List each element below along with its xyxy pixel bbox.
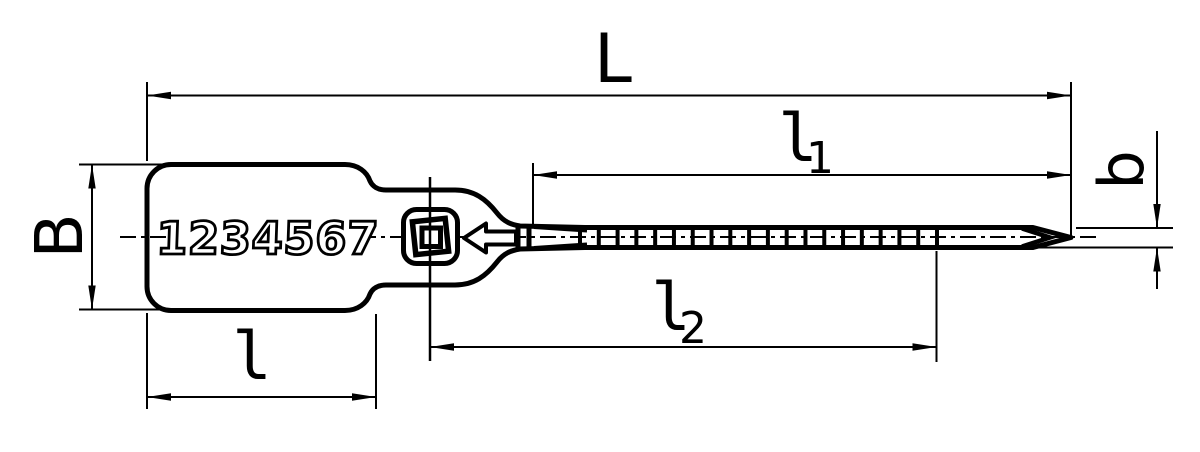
label-overall-length: L: [594, 20, 632, 99]
dimension-serrated-length: [430, 251, 938, 362]
dimension-overall-length: [146, 82, 1072, 236]
label-tail-length: l: [778, 100, 818, 177]
label-serrated-length-sub: 2: [679, 303, 707, 354]
label-serrated-length: l: [651, 269, 691, 346]
serial-mask: [170, 217, 362, 257]
dimensions: [79, 82, 1173, 409]
dimension-strap-width: [1038, 131, 1173, 289]
strap-teeth: [578, 227, 939, 248]
serial-number: 1234567: [155, 212, 379, 265]
dimension-tag-width: [79, 163, 182, 311]
label-tag-width: B: [21, 213, 98, 258]
insert-direction-arrow-icon: [462, 221, 518, 255]
dimension-tail-length: [532, 163, 1071, 226]
label-tag-length: l: [232, 318, 272, 395]
label-strap-width: b: [1085, 150, 1158, 189]
dimension-tag-length: [146, 313, 377, 409]
label-tail-length-sub: 1: [806, 133, 834, 184]
